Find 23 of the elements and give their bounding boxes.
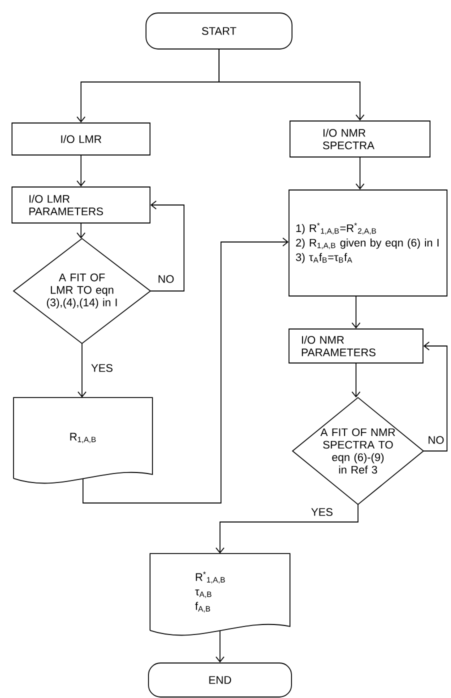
arrow bbox=[423, 342, 448, 452]
edge-label: YES bbox=[310, 507, 334, 517]
edge-label: NO bbox=[426, 435, 446, 445]
process-box: I/O NMR PARAMETERS bbox=[288, 328, 424, 364]
process-box: I/O NMR SPECTRA bbox=[290, 120, 430, 158]
arrow bbox=[216, 630, 224, 663]
process-box: I/O LMR PARAMETERS bbox=[12, 186, 150, 224]
arrow bbox=[218, 49, 364, 121]
document-shape: R$_{1,A,B}$ bbox=[13, 397, 153, 484]
terminal-box: START bbox=[146, 12, 292, 50]
edge-label: YES bbox=[90, 363, 114, 373]
arrow bbox=[352, 363, 360, 398]
arrow bbox=[78, 343, 86, 398]
terminal-box: END bbox=[148, 662, 292, 698]
arrow bbox=[82, 238, 289, 504]
arrow bbox=[76, 155, 86, 187]
arrow bbox=[216, 504, 358, 554]
arrow bbox=[356, 157, 364, 190]
arrow bbox=[352, 296, 360, 329]
edge-label: NO bbox=[156, 274, 176, 284]
arrow bbox=[150, 200, 184, 292]
arrow bbox=[76, 223, 86, 239]
process-box: I/O LMR bbox=[12, 122, 150, 156]
